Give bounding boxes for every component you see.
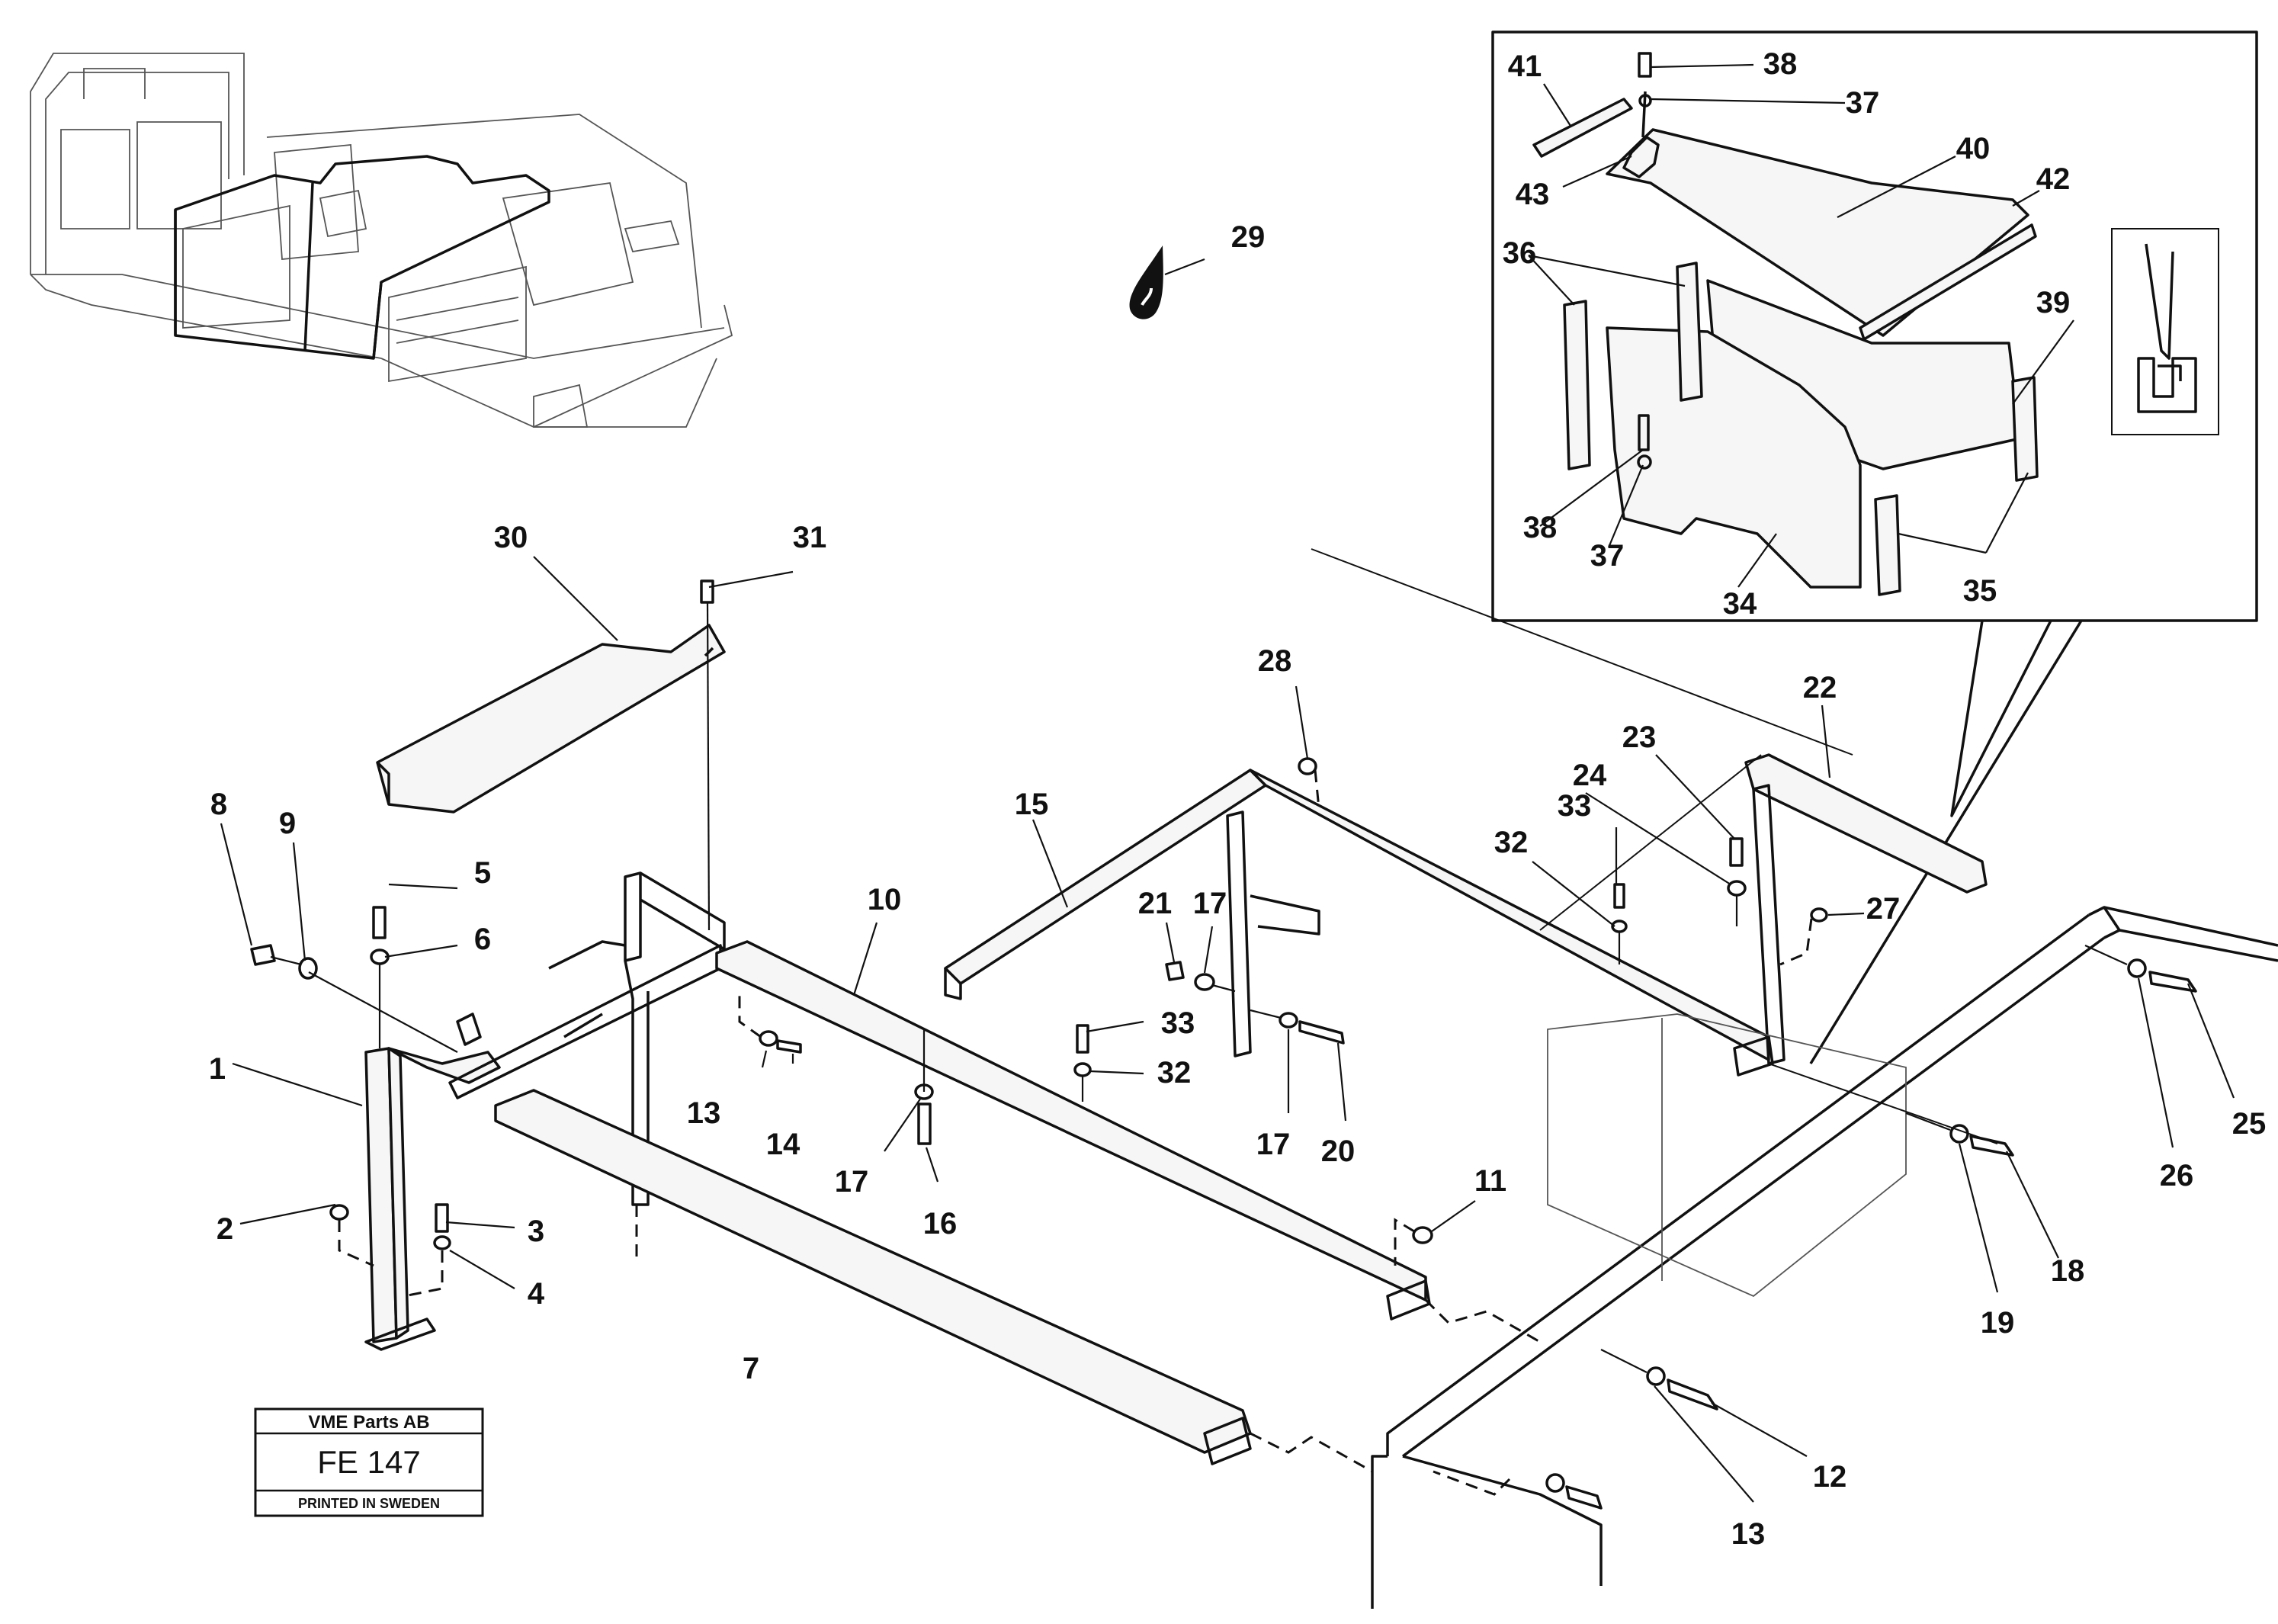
frame-assembly (364, 548, 2278, 1609)
callout-label: 22 (1803, 671, 1837, 704)
callout-label: 7 (743, 1352, 759, 1385)
callout-label: 31 (793, 521, 827, 554)
callout-label: 17 (835, 1165, 869, 1199)
callout-label: 20 (1321, 1135, 1356, 1168)
callout-label: 14 (766, 1128, 801, 1161)
callout-label: 23 (1622, 721, 1657, 754)
callout-label: 42 (2036, 162, 2071, 196)
callout-label: 2 (217, 1212, 233, 1246)
callout-label: 13 (1731, 1517, 1766, 1551)
callout-label: 30 (494, 521, 528, 554)
callout-label: 3 (528, 1215, 544, 1248)
callout-label: 26 (2160, 1159, 2194, 1192)
cover-plate (376, 624, 726, 814)
callout-label: 43 (1516, 178, 1550, 211)
callout-label: 1 (209, 1052, 226, 1086)
callout-label: 32 (1157, 1056, 1192, 1090)
callout-label: 13 (687, 1096, 721, 1130)
fasteners (250, 757, 2197, 1510)
callout-label: 41 (1508, 50, 1542, 83)
callout-label: 34 (1723, 587, 1757, 621)
callout-label: 33 (1558, 789, 1592, 823)
callout-label: 36 (1503, 236, 1537, 270)
callout-label: 39 (2036, 286, 2071, 319)
callout-label: 33 (1161, 1006, 1195, 1040)
callout-label: 21 (1138, 887, 1173, 920)
callout-label: 17 (1193, 887, 1227, 920)
callout-label: 32 (1494, 826, 1529, 859)
callout-label: 5 (474, 856, 491, 890)
callout-label: 17 (1256, 1128, 1291, 1161)
callout-labels: 1 2 3 4 5 6 7 8 9 10 11 12 13 13 14 15 1… (209, 47, 2266, 1551)
callout-label: 38 (1763, 47, 1798, 81)
callout-label: 10 (868, 883, 902, 916)
callout-label: 8 (210, 788, 227, 821)
callout-label: 37 (1590, 539, 1625, 573)
stamp-company: VME Parts AB (308, 1412, 429, 1433)
callout-label: 38 (1523, 511, 1558, 544)
title-stamp: VME Parts AB FE 147 PRINTED IN SWEDEN (254, 1407, 484, 1517)
callout-label: 4 (528, 1277, 545, 1311)
inset-detail (1491, 30, 2258, 1064)
callout-label: 27 (1866, 892, 1901, 926)
callout-label: 25 (2232, 1107, 2267, 1141)
callout-label: 35 (1963, 574, 1997, 608)
callout-label: 37 (1846, 86, 1880, 120)
stamp-code: FE 147 (317, 1444, 420, 1480)
callout-label: 6 (474, 923, 491, 956)
callout-label: 24 (1573, 759, 1607, 792)
callout-label: 28 (1258, 644, 1292, 678)
callout-label: 15 (1015, 788, 1049, 821)
leader-lines (220, 63, 2235, 1503)
callout-label: 12 (1813, 1460, 1847, 1494)
callout-label: 16 (923, 1207, 958, 1240)
machine-overview (30, 53, 733, 428)
callout-label: 19 (1981, 1306, 2015, 1340)
callout-label: 29 (1231, 220, 1266, 254)
stamp-printed: PRINTED IN SWEDEN (298, 1496, 440, 1511)
callout-label: 11 (1474, 1164, 1506, 1198)
callout-label: 40 (1956, 132, 1991, 165)
callout-label: 9 (279, 807, 296, 840)
oil-drop-icon (1129, 246, 1163, 319)
callout-label: 18 (2051, 1254, 2085, 1288)
